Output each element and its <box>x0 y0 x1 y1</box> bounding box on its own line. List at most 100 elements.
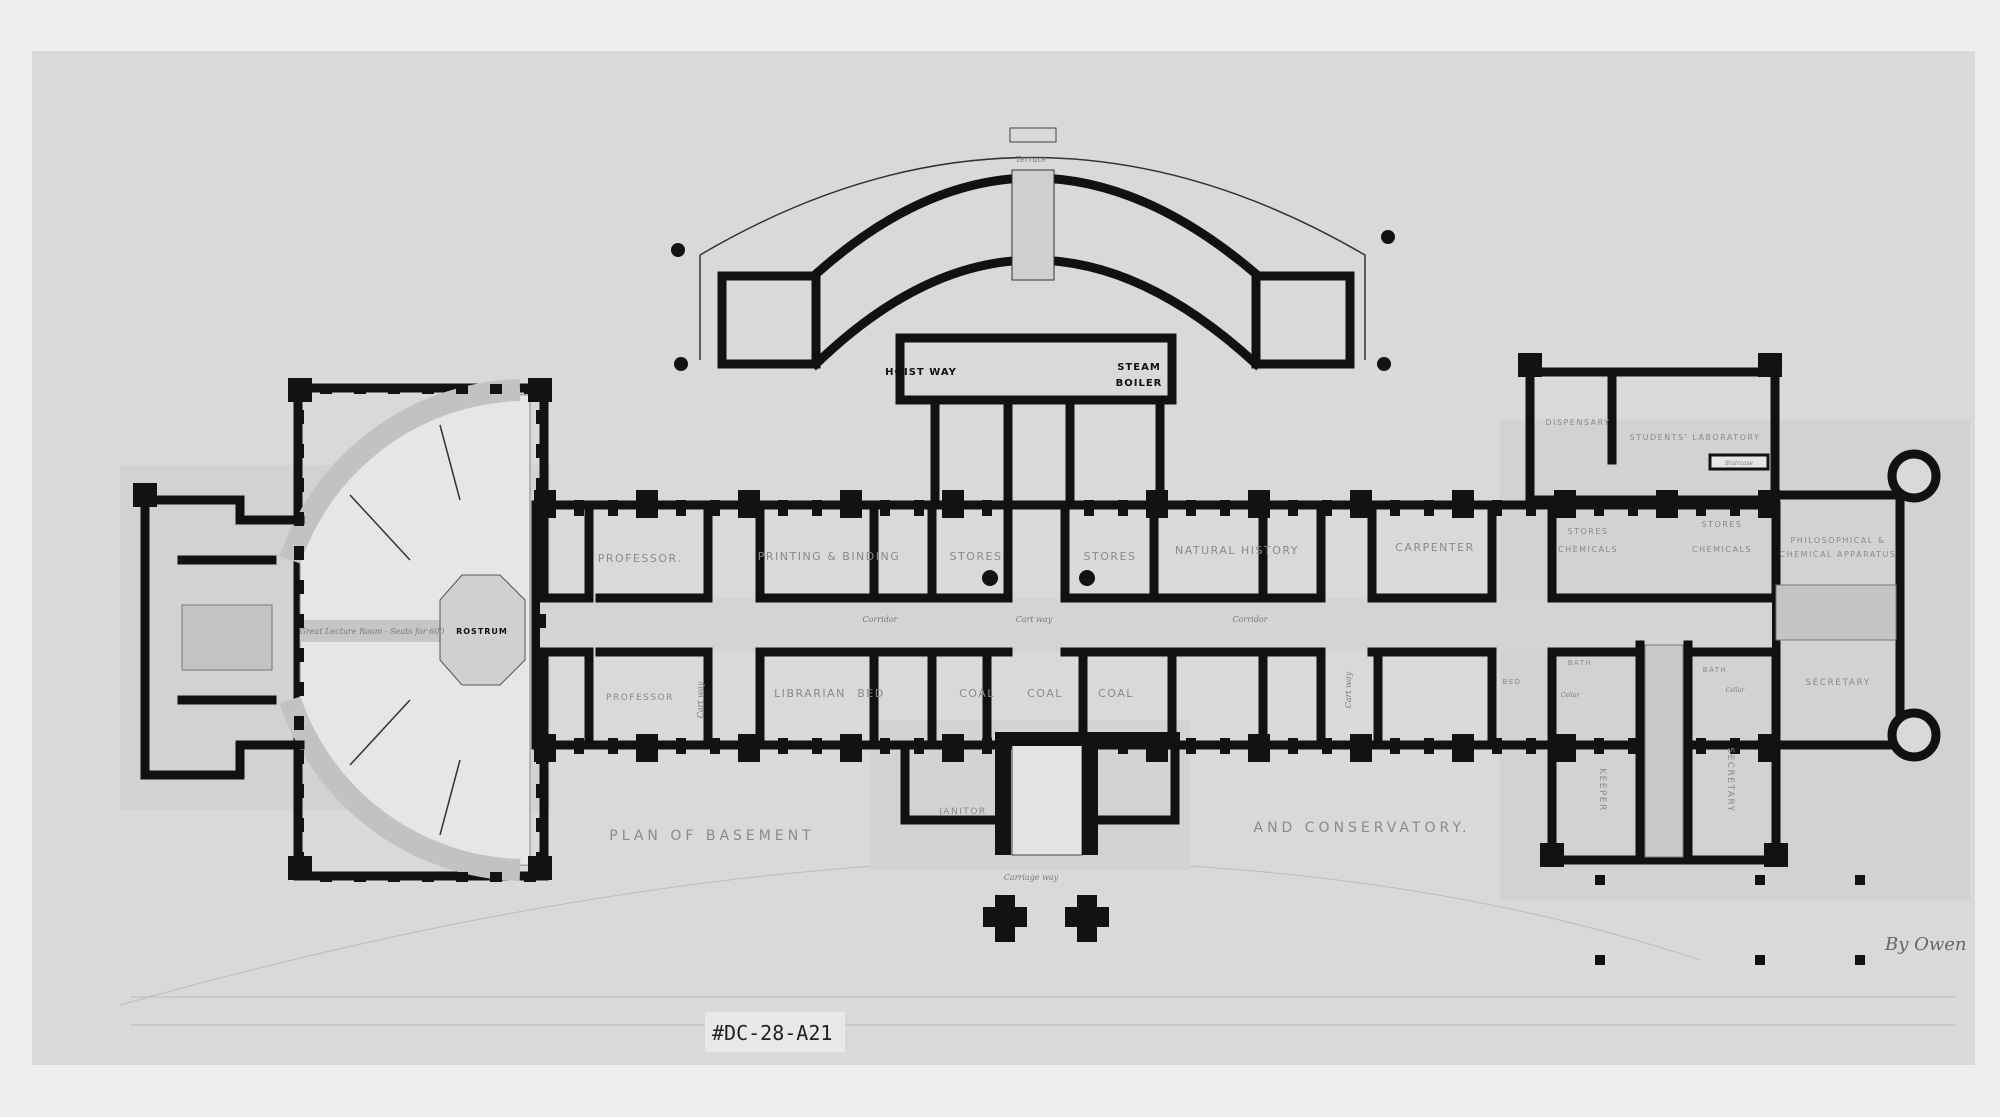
pier <box>490 384 502 394</box>
pier <box>320 872 332 882</box>
pier <box>536 648 546 662</box>
pier <box>354 872 366 882</box>
pier <box>456 384 468 394</box>
label-janitor: JANITOR <box>938 807 986 817</box>
pier <box>294 682 304 696</box>
pier <box>1350 490 1372 518</box>
pier <box>880 500 890 516</box>
staircase-box <box>1708 453 1770 471</box>
pier <box>1248 490 1270 518</box>
pier <box>1492 500 1502 516</box>
pier <box>536 546 546 560</box>
pier <box>456 872 468 882</box>
pier-block <box>995 735 1011 855</box>
pier <box>1526 738 1536 754</box>
pier <box>608 500 618 516</box>
label-coal: COAL <box>1098 687 1134 700</box>
lecture-divider <box>349 494 411 561</box>
lecture-room-block: Great Lecture Room - Seats for 600 ROSTR… <box>279 379 549 881</box>
pier <box>1322 500 1332 516</box>
label-professor-bottom: PROFESSOR <box>606 693 674 703</box>
furnace <box>1079 570 1095 586</box>
west-wing <box>140 495 305 780</box>
pier <box>1322 738 1332 754</box>
conservatory-post <box>1595 875 1605 885</box>
tower <box>1887 708 1941 762</box>
south-entrance: JANITOR Carriage way <box>900 732 1180 942</box>
pier <box>812 500 822 516</box>
label-cart-way: Cart way <box>1344 671 1353 708</box>
pier <box>294 614 304 628</box>
catalog-label-box <box>705 1012 845 1052</box>
lecture-aisle <box>279 696 521 881</box>
pier <box>1390 500 1400 516</box>
label-terrace: Terrace <box>1015 155 1046 164</box>
pier <box>636 490 658 518</box>
label-corridor: Corridor <box>863 615 899 624</box>
pier <box>880 738 890 754</box>
pier <box>778 500 788 516</box>
pier <box>608 738 618 754</box>
label-rostrum: ROSTRUM <box>456 627 508 636</box>
label-coal: COAL <box>1027 687 1063 700</box>
pier <box>1220 738 1230 754</box>
pier <box>676 500 686 516</box>
pier <box>536 614 546 628</box>
pier <box>1146 490 1168 518</box>
drawing-title-left: PLAN OF BASEMENT <box>609 828 814 844</box>
laboratory-wall <box>1525 367 1780 505</box>
pier <box>1390 738 1400 754</box>
pier <box>574 738 584 754</box>
pier <box>294 546 304 560</box>
label-stores-chemicals: STORES <box>1568 527 1609 536</box>
pier <box>1424 738 1434 754</box>
pier <box>710 738 720 754</box>
pier <box>1424 500 1434 516</box>
crescent-right-end <box>1251 271 1355 369</box>
pier <box>710 500 720 516</box>
pier <box>1526 500 1536 516</box>
pier <box>1554 734 1576 762</box>
pier <box>1628 738 1638 754</box>
label-cart-way: Cart way <box>696 681 705 718</box>
pier <box>422 384 434 394</box>
pier <box>840 734 862 762</box>
label-stores: STORES <box>950 550 1003 563</box>
pier <box>536 444 546 458</box>
pier <box>294 750 304 764</box>
label-cellar: Cellar <box>1561 692 1581 699</box>
catalog-number: #DC-28-A21 <box>712 1021 832 1045</box>
pier <box>636 734 658 762</box>
pier <box>942 734 964 762</box>
pier <box>1186 500 1196 516</box>
entrance-steps <box>1009 127 1057 143</box>
corner-pier <box>288 378 312 402</box>
label-keeper: KEEPER <box>1597 768 1607 812</box>
terrace-outline <box>699 156 1366 360</box>
pier <box>738 490 760 518</box>
pier <box>812 738 822 754</box>
pier <box>1288 500 1298 516</box>
drawing-title-right: AND CONSERVATORY. <box>1254 820 1471 836</box>
column <box>1381 230 1395 244</box>
pier <box>354 384 366 394</box>
furnace <box>982 570 998 586</box>
tower <box>1887 449 1941 503</box>
label-stores-chemicals: STORES <box>1702 520 1743 529</box>
pier <box>1594 738 1604 754</box>
label-students-laboratory: STUDENTS' LABORATORY <box>1630 433 1761 442</box>
pier <box>294 478 304 492</box>
west-wing-wall <box>140 495 305 780</box>
pier <box>1220 500 1230 516</box>
label-professor-top: PROFESSOR. <box>598 552 683 565</box>
entrance-stair <box>1011 734 1083 856</box>
east-wing-wall <box>1771 490 1905 750</box>
pier <box>1084 500 1094 516</box>
pier <box>294 512 304 526</box>
pier <box>982 500 992 516</box>
rostrum-platform <box>439 574 526 686</box>
label-librarian: LIBRARIAN <box>774 687 846 700</box>
conservatory-post <box>1855 875 1865 885</box>
conservatory-post <box>1595 955 1605 965</box>
